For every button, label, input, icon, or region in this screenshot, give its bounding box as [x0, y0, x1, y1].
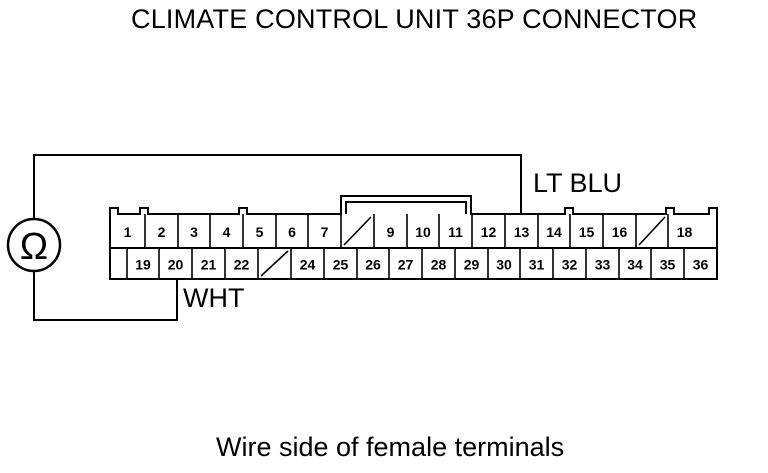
ohm-symbol: Ω	[20, 226, 48, 268]
terminal-12: 12	[481, 224, 497, 240]
terminal-1: 1	[124, 224, 132, 240]
terminal-6: 6	[288, 224, 296, 240]
terminal-18: 18	[677, 224, 693, 240]
wire-label-wht: WHT	[183, 283, 245, 313]
terminal-30: 30	[496, 257, 512, 273]
terminal-20: 20	[168, 257, 184, 273]
terminal-25: 25	[333, 257, 349, 273]
connector-latch	[345, 201, 467, 214]
terminal-26: 26	[365, 257, 381, 273]
unused-terminal-slash	[260, 250, 289, 277]
terminal-row-2: 19 20 21 22 24 25 26 27 28 29 30 31 32 33 34 35 36	[126, 248, 709, 279]
ohmmeter-icon	[6, 217, 62, 273]
terminal-2: 2	[158, 224, 166, 240]
unused-terminal-slash	[343, 216, 372, 246]
terminal-10: 10	[415, 224, 431, 240]
terminal-35: 35	[660, 257, 676, 273]
diagram-caption: Wire side of female terminals	[216, 432, 565, 462]
terminal-27: 27	[398, 257, 414, 273]
terminal-31: 31	[529, 257, 545, 273]
wht-wire	[33, 266, 178, 321]
terminal-13: 13	[514, 224, 530, 240]
terminal-29: 29	[464, 257, 480, 273]
terminal-21: 21	[201, 257, 217, 273]
terminal-5: 5	[256, 224, 264, 240]
terminal-36: 36	[693, 257, 709, 273]
lt-blu-wire	[33, 154, 522, 224]
terminal-15: 15	[579, 224, 595, 240]
terminal-24: 24	[300, 257, 316, 273]
terminal-3: 3	[190, 224, 198, 240]
terminal-22: 22	[234, 257, 250, 273]
wire-label-lt-blu: LT BLU	[533, 168, 623, 198]
unused-terminal-slash	[638, 216, 666, 246]
terminal-16: 16	[612, 224, 628, 240]
terminal-9: 9	[387, 224, 395, 240]
connector-body	[109, 195, 718, 280]
terminal-19: 19	[135, 257, 151, 273]
terminal-7: 7	[321, 224, 329, 240]
terminal-14: 14	[546, 224, 562, 240]
terminal-4: 4	[223, 224, 231, 240]
terminal-11: 11	[448, 224, 463, 240]
terminal-34: 34	[627, 257, 643, 273]
terminal-28: 28	[431, 257, 447, 273]
terminal-32: 32	[562, 257, 578, 273]
diagram-title: CLIMATE CONTROL UNIT 36P CONNECTOR	[131, 4, 698, 34]
terminal-33: 33	[595, 257, 611, 273]
